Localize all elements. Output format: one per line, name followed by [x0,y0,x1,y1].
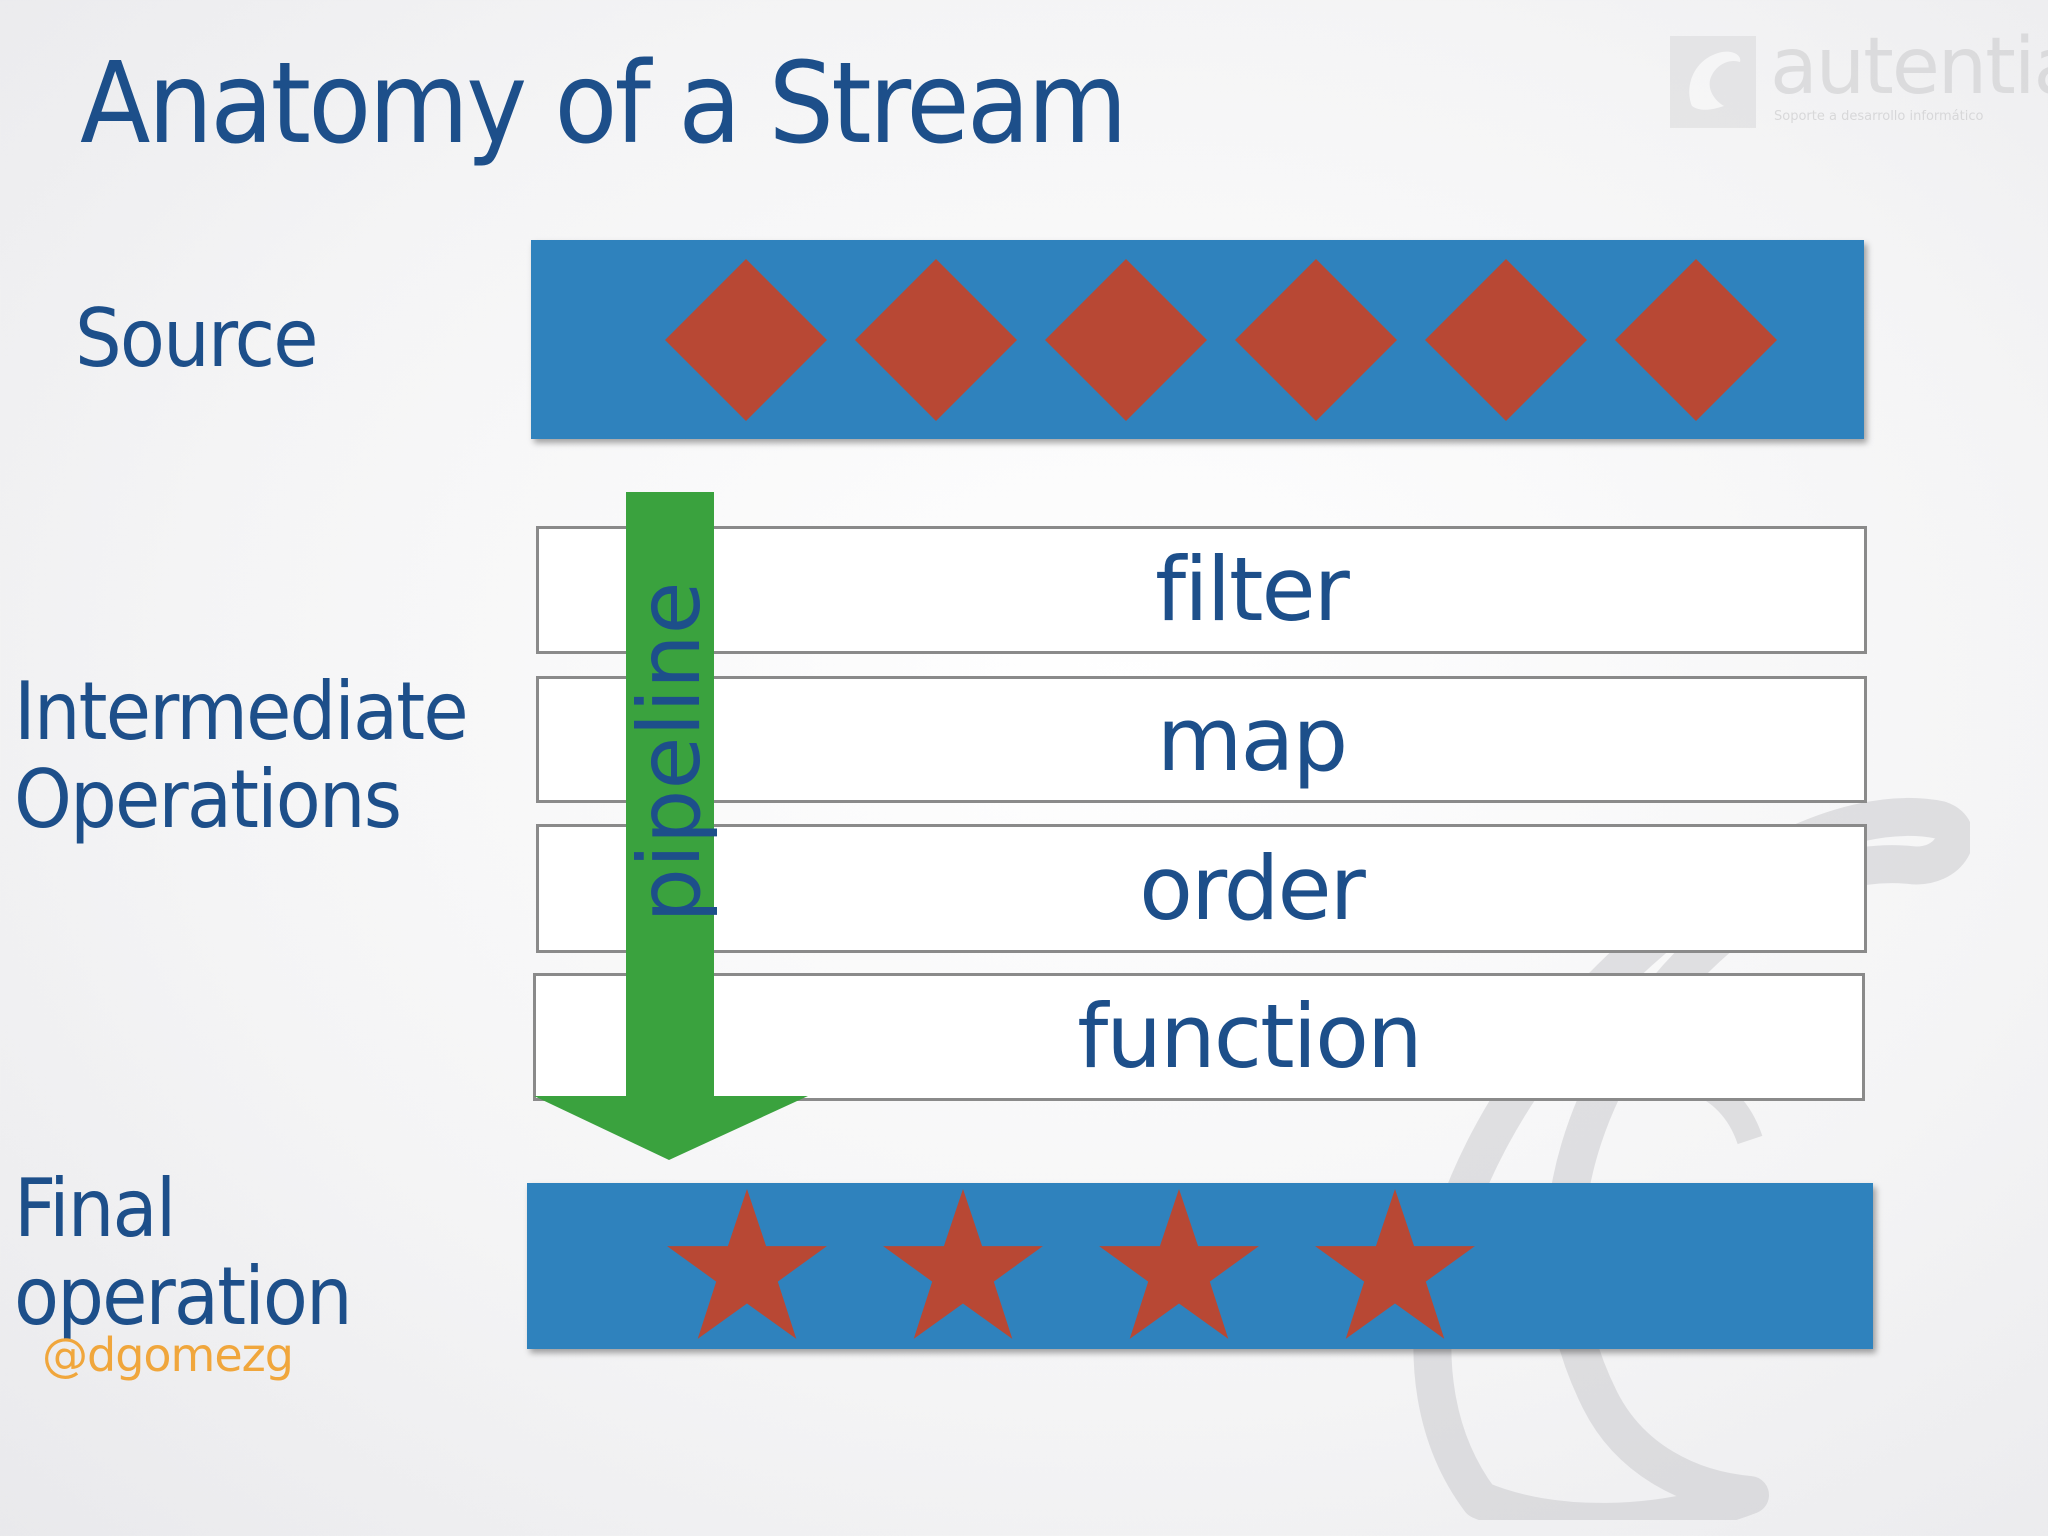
final-operation-label: Final operation [14,1162,353,1343]
final-band [527,1183,1873,1349]
diamond-icon [665,259,827,421]
intermediate-label-line-2: Operations [14,753,402,846]
page-title: Anatomy of a Stream [80,39,1128,169]
function-operation-box: function [533,973,1865,1101]
diamond-icon [1235,259,1397,421]
source-band [531,240,1864,439]
logo-wordmark: autentia [1770,22,2048,112]
final-label-line-1: Final [14,1162,176,1255]
map-operation-box: map [536,676,1867,803]
final-label-line-2: operation [14,1250,353,1343]
logo-tagline: Soporte a desarrollo informático [1774,109,1984,124]
autentia-logo: autentia Soporte a desarrollo informátic… [1670,28,2048,128]
function-operation-label: function [1077,985,1422,1088]
star-icon [667,1189,827,1339]
diamond-icon [1045,259,1207,421]
author-handle: @dgomezg [42,1328,294,1382]
intermediate-operations-label: Intermediate Operations [14,665,469,846]
star-icon [1315,1189,1475,1339]
intermediate-label-line-1: Intermediate [14,665,469,758]
source-label: Source [75,292,319,385]
diamond-icon [1615,259,1777,421]
pipeline-arrow-icon [534,492,808,1160]
order-operation-label: order [1139,836,1366,940]
star-icon [883,1189,1043,1339]
map-operation-label: map [1156,687,1349,791]
dolphin-logo-icon [1670,36,1756,128]
filter-operation-label: filter [1155,538,1350,641]
order-operation-box: order [536,824,1867,953]
pipeline-label: pipeline [620,581,720,923]
star-icon [1099,1189,1259,1339]
filter-operation-box: filter [536,526,1867,654]
diamond-icon [1425,259,1587,421]
diamond-icon [855,259,1017,421]
